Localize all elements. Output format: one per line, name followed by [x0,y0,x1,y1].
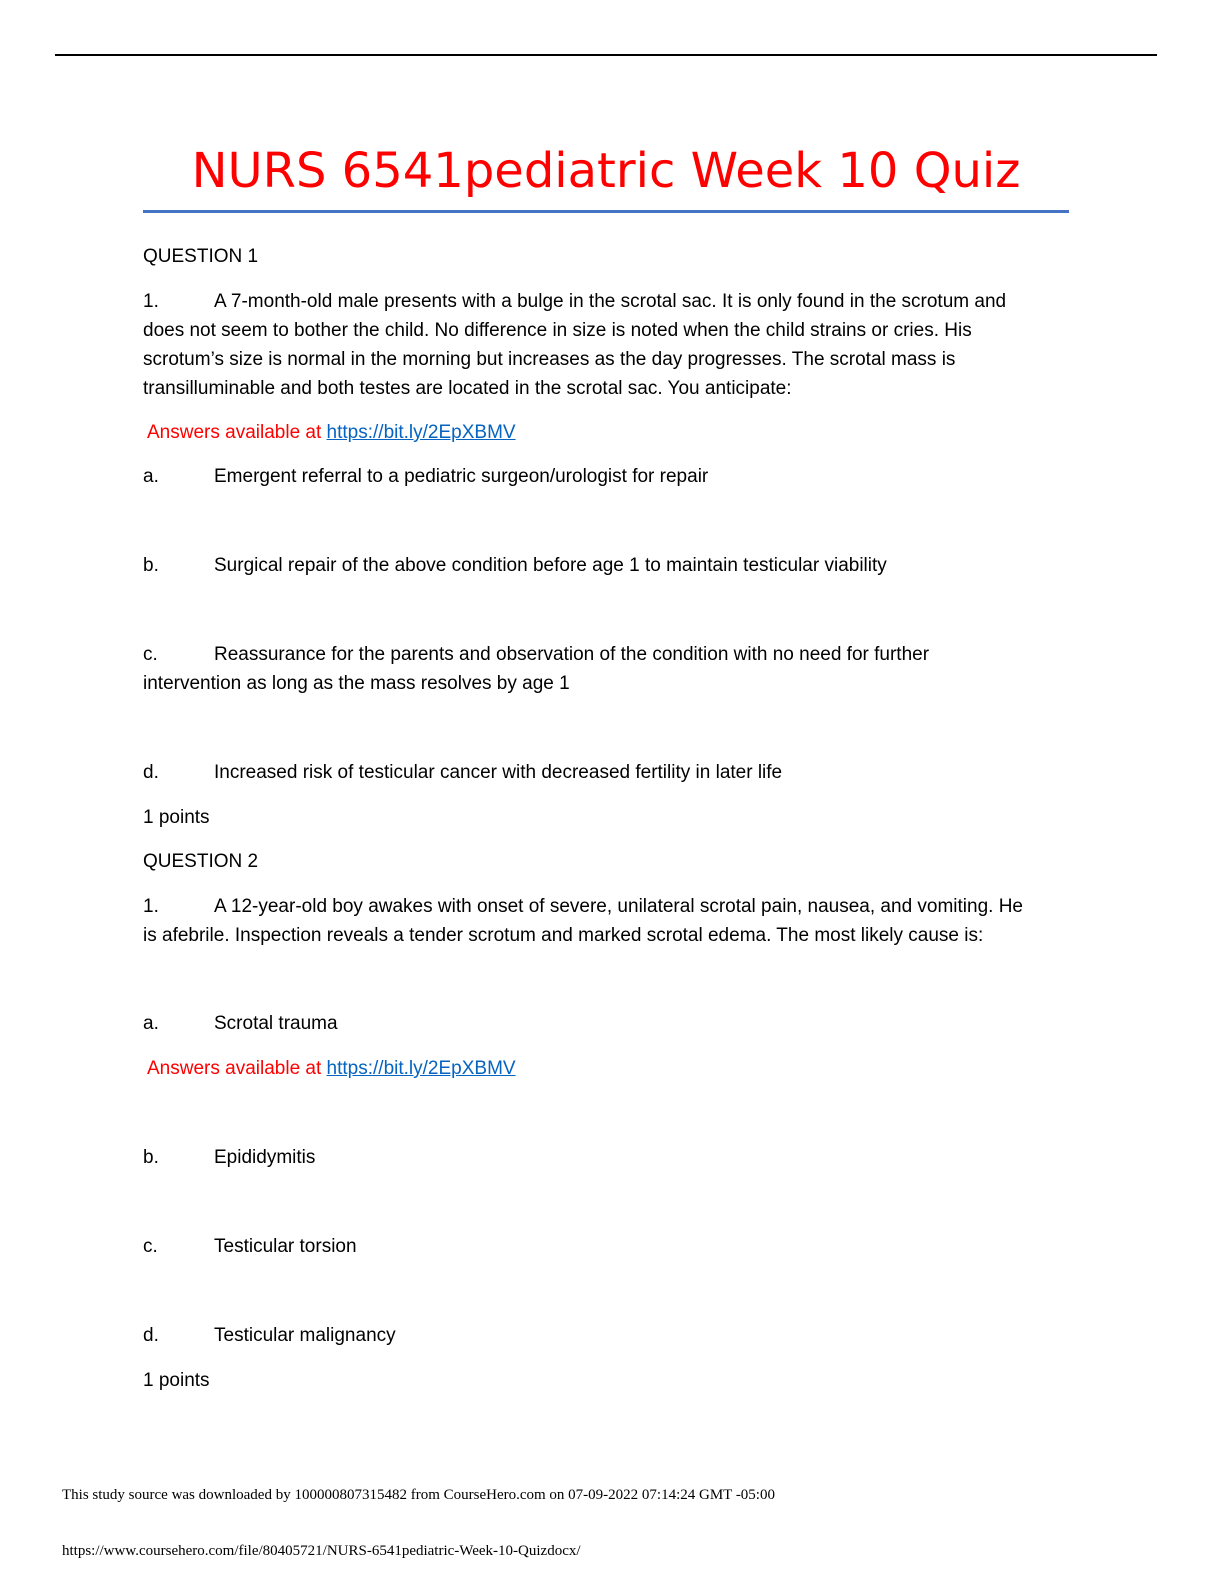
question-1-option-a[interactable]: a. Emergent referral to a pediatric surge… [143,462,1073,491]
option-text: Testicular malignancy [214,1325,396,1346]
answers-link[interactable]: https://bit.ly/2EpXBMV [326,1058,516,1079]
question-1-stem-line-3: scrotum’s size is normal in the morning … [143,349,956,370]
question-2-option-a[interactable]: a. Scrotal trauma [143,1009,1073,1038]
question-2-points: 1 points [143,1370,210,1391]
question-2-option-b[interactable]: b. Epididymitis [143,1143,1073,1172]
question-1-stem-text-1: A 7-month-old male presents with a bulge… [214,291,1007,312]
option-letter: b. [143,1147,159,1168]
option-text: Testicular torsion [214,1236,357,1257]
question-1-heading: QUESTION 1 [143,246,259,267]
option-text: Emergent referral to a pediatric surgeon… [214,466,709,487]
answers-note-text: Answers available at [147,1058,322,1079]
question-2-option-d[interactable]: d. Testicular malignancy [143,1321,1073,1350]
question-1-stem-line-2: does not seem to bother the child. No di… [143,320,972,341]
answers-note-text: Answers available at [147,422,322,443]
download-notice: This study source was downloaded by 1000… [62,1487,775,1503]
question-1-stem-line-1: 1. A 7-month-old male presents with a bul… [143,287,1073,316]
document-title: NURS 6541pediatric Week 10 Quiz [191,143,1021,199]
option-text: Reassurance for the parents and observat… [214,644,930,665]
question-1-option-b[interactable]: b. Surgical repair of the above condition… [143,551,1073,580]
question-1-stem-line-4: transilluminable and both testes are loc… [143,378,792,399]
question-2-heading: QUESTION 2 [143,851,259,872]
question-2-option-c[interactable]: c. Testicular torsion [143,1232,1073,1261]
answers-link[interactable]: https://bit.ly/2EpXBMV [326,422,516,443]
option-letter: c. [143,1236,158,1257]
question-1-option-c[interactable]: c. Reassurance for the parents and observ… [143,640,1073,669]
question-2-stem-line-1: 1. A 12-year-old boy awakes with onset of… [143,892,1073,921]
title-underline [143,210,1069,213]
question-1-points: 1 points [143,807,210,828]
option-text: Surgical repair of the above condition b… [214,555,887,576]
option-letter: d. [143,1325,159,1346]
option-letter: b. [143,555,159,576]
question-1-option-d[interactable]: d. Increased risk of testicular cancer wi… [143,758,1073,787]
option-letter: a. [143,466,159,487]
option-letter: d. [143,762,159,783]
question-2-stem-text-1: A 12-year-old boy awakes with onset of s… [214,896,1024,917]
source-url[interactable]: https://www.coursehero.com/file/80405721… [62,1543,581,1559]
option-letter: a. [143,1013,159,1034]
page-header-rule [55,54,1157,56]
option-text: Increased risk of testicular cancer with… [214,762,783,783]
question-2-number: 1. [143,896,159,917]
option-letter: c. [143,644,158,665]
question-1-number: 1. [143,291,159,312]
question-2-answers-note: Answers available at https://bit.ly/2EpX… [143,1054,1073,1083]
question-1-answers-note: Answers available at https://bit.ly/2EpX… [143,418,1073,447]
option-text: Scrotal trauma [214,1013,338,1034]
question-1-option-c-continued: intervention as long as the mass resolve… [143,673,570,694]
question-2-stem-line-2: is afebrile. Inspection reveals a tender… [143,925,984,946]
option-text: Epididymitis [214,1147,316,1168]
